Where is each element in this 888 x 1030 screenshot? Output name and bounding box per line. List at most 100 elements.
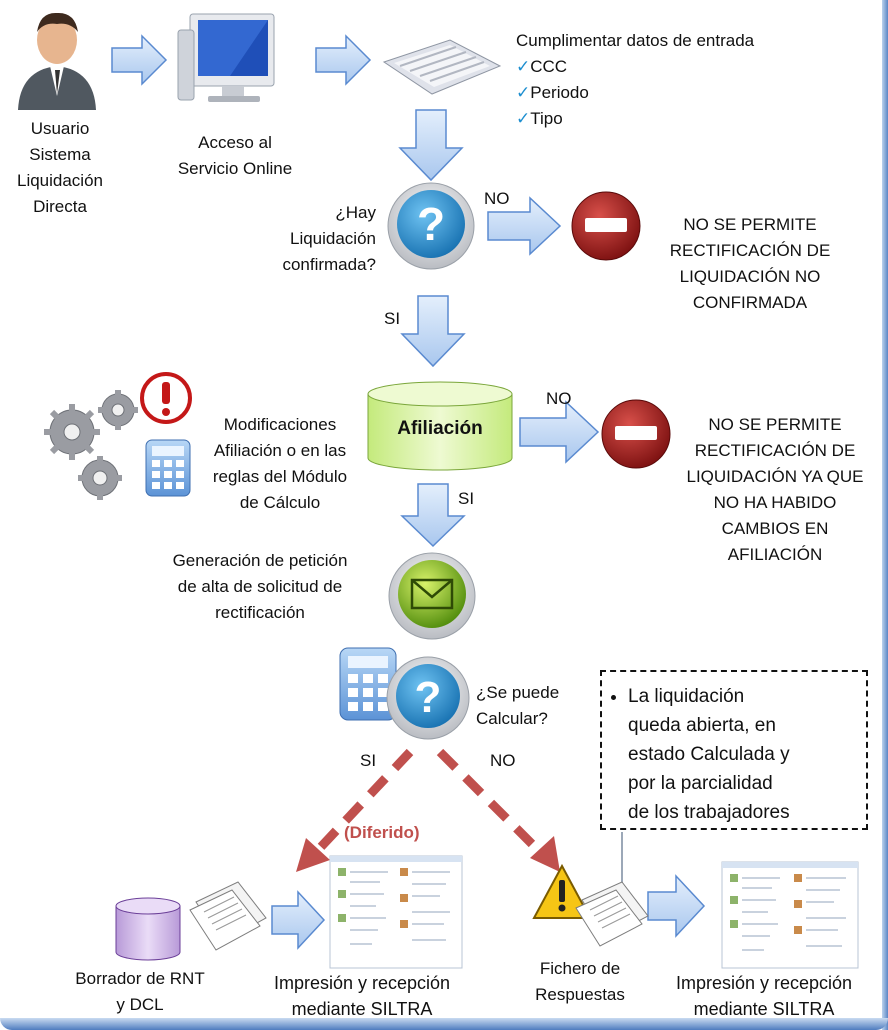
- modifications-label: Modificaciones Afiliación o en las regla…: [192, 412, 368, 516]
- user-label-line: Directa: [33, 197, 87, 216]
- access-label-line: Servicio Online: [177, 159, 293, 178]
- deny-1-line: NO SE PERMITE: [683, 215, 817, 234]
- check-icon: ✓: [516, 109, 531, 128]
- user-icon: [18, 12, 96, 110]
- screenshot-icon: [329, 855, 463, 969]
- dashed-arrows: [314, 748, 550, 862]
- deny-2-line: CAMBIOS EN: [721, 519, 829, 538]
- dashed-arrow-si: [314, 748, 414, 854]
- input-item-tipo: ✓Tipo: [516, 109, 563, 128]
- deny-1-line: RECTIFICACIÓN DE: [669, 241, 831, 260]
- question-icon: ?: [387, 182, 475, 270]
- fichero-label: Fichero de Respuestas: [510, 956, 650, 1008]
- gears-icon: [44, 390, 138, 500]
- arrow-borrador-to-print: [271, 890, 326, 950]
- alert-icon: [140, 372, 192, 424]
- impresion-2-label: Impresión y recepción mediante SILTRA: [644, 970, 884, 1022]
- calculator-icon: [145, 439, 191, 497]
- note-list: La liquidación queda abierta, en estado …: [602, 682, 866, 827]
- dashed-arrow-no: [436, 748, 550, 862]
- document-icon: [189, 881, 267, 951]
- question-1-line: ¿Hay: [335, 203, 376, 222]
- deny-2-line: LIQUIDACIÓN YA QUE: [686, 467, 864, 486]
- input-data-title: Cumplimentar datos de entrada: [516, 31, 755, 50]
- keyboard-icon: [382, 39, 502, 95]
- note-item: La liquidación queda abierta, en estado …: [628, 682, 866, 827]
- check-icon: ✓: [516, 83, 531, 102]
- modifications-line: Modificaciones: [223, 415, 337, 434]
- question-1-line: confirmada?: [282, 255, 376, 274]
- svg-text:?: ?: [415, 673, 442, 722]
- input-item-periodo: ✓Periodo: [516, 83, 589, 102]
- arrow-fichero-to-print: [647, 874, 706, 938]
- question-2-line: ¿Se puede: [476, 683, 560, 702]
- email-icon: [388, 552, 476, 640]
- deny-1-line: CONFIRMADA: [692, 293, 808, 312]
- stop-icon: [601, 399, 671, 469]
- stop-icon: [571, 191, 641, 261]
- deny-2-line: NO SE PERMITE: [708, 415, 842, 434]
- check-icon: ✓: [516, 57, 531, 76]
- question-1-label: ¿Hay Liquidación confirmada?: [228, 200, 376, 278]
- input-item-ccc: ✓CCC: [516, 57, 568, 76]
- si-label-2: SI: [458, 489, 475, 508]
- question-1-line: Liquidación: [289, 229, 376, 248]
- dashed-arrow-si-head: [296, 838, 330, 872]
- arrow-computer-to-keyboard: [315, 34, 372, 86]
- diferido-label: (Diferido): [344, 823, 420, 842]
- input-data-block: Cumplimentar datos de entrada ✓CCC ✓Peri…: [516, 28, 836, 132]
- impresion-2-line: mediante SILTRA: [693, 999, 835, 1019]
- arrow-no-to-stop2: [519, 400, 600, 464]
- frame-bottom-border: [0, 1018, 888, 1030]
- impresion-1-line: Impresión y recepción: [273, 973, 451, 993]
- afiliacion-label: Afiliación: [397, 418, 483, 439]
- screenshot-icon: [721, 861, 859, 969]
- borrador-line: Borrador de RNT: [75, 969, 205, 988]
- flow-arrows: [111, 34, 706, 950]
- deny-1-line: LIQUIDACIÓN NO: [679, 267, 821, 286]
- access-label-line: Acceso al: [198, 133, 272, 152]
- impresion-2-line: Impresión y recepción: [675, 973, 853, 993]
- computer-icon: [177, 13, 275, 102]
- fichero-line: Respuestas: [535, 985, 625, 1004]
- deny-1-message: NO SE PERMITE RECTIFICACIÓN DE LIQUIDACI…: [650, 212, 850, 316]
- database-icon: [115, 897, 181, 961]
- user-label: Usuario Sistema Liquidación Directa: [10, 116, 110, 220]
- no-label-2: NO: [546, 389, 572, 408]
- access-label: Acceso al Servicio Online: [160, 130, 310, 182]
- question-2-label: ¿Se puede Calcular?: [476, 680, 586, 732]
- impresion-1-label: Impresión y recepción mediante SILTRA: [232, 970, 492, 1022]
- note-box: La liquidación queda abierta, en estado …: [600, 670, 868, 830]
- arrow-keyboard-to-question: [398, 109, 464, 182]
- modifications-line: reglas del Módulo: [212, 467, 348, 486]
- arrow-user-to-computer: [111, 34, 168, 86]
- no-label-3: NO: [490, 751, 516, 770]
- borrador-line: y DCL: [116, 995, 164, 1014]
- user-label-line: Usuario: [30, 119, 90, 138]
- deny-2-line: AFILIACIÓN: [727, 545, 823, 564]
- arrow-si-to-afiliacion: [400, 295, 466, 368]
- deny-2-line: RECTIFICACIÓN DE: [694, 441, 856, 460]
- si-label-3: SI: [360, 751, 377, 770]
- generation-line: Generación de petición: [172, 551, 348, 570]
- borrador-label: Borrador de RNT y DCL: [50, 966, 230, 1018]
- svg-text:?: ?: [417, 198, 445, 250]
- document-icon: [575, 881, 649, 947]
- fichero-line: Fichero de: [539, 959, 621, 978]
- deny-2-message: NO SE PERMITE RECTIFICACIÓN DE LIQUIDACI…: [664, 412, 886, 568]
- arrow-no-to-stop1: [487, 196, 562, 256]
- modifications-line: de Cálculo: [239, 493, 321, 512]
- dashed-arrow-no-head: [530, 836, 560, 872]
- database-icon: [367, 381, 513, 471]
- arrow-si-to-email: [400, 483, 466, 548]
- deny-2-line: NO HA HABIDO: [713, 493, 837, 512]
- user-label-line: Sistema: [29, 145, 91, 164]
- question-icon: ?: [386, 656, 470, 740]
- generation-line: de alta de solicitud de: [177, 577, 343, 596]
- modifications-line: Afiliación o en las: [213, 441, 347, 460]
- calculator-icon: [339, 647, 397, 721]
- warning-icon: [532, 863, 592, 919]
- user-label-line: Liquidación: [16, 171, 103, 190]
- impresion-1-line: mediante SILTRA: [291, 999, 433, 1019]
